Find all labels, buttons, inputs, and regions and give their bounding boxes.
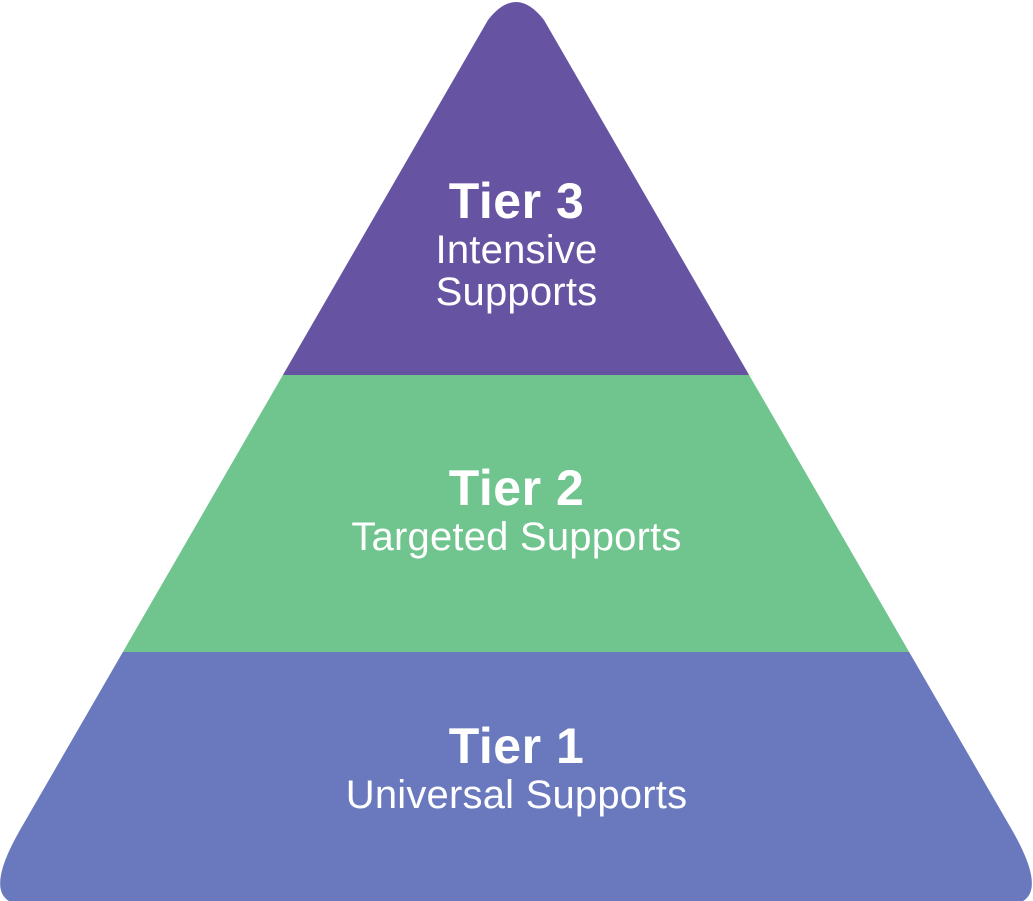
- tier-3-band: [0, 2, 1032, 375]
- tier-1-band: [0, 652, 1032, 901]
- tier-2-band: [0, 375, 1032, 652]
